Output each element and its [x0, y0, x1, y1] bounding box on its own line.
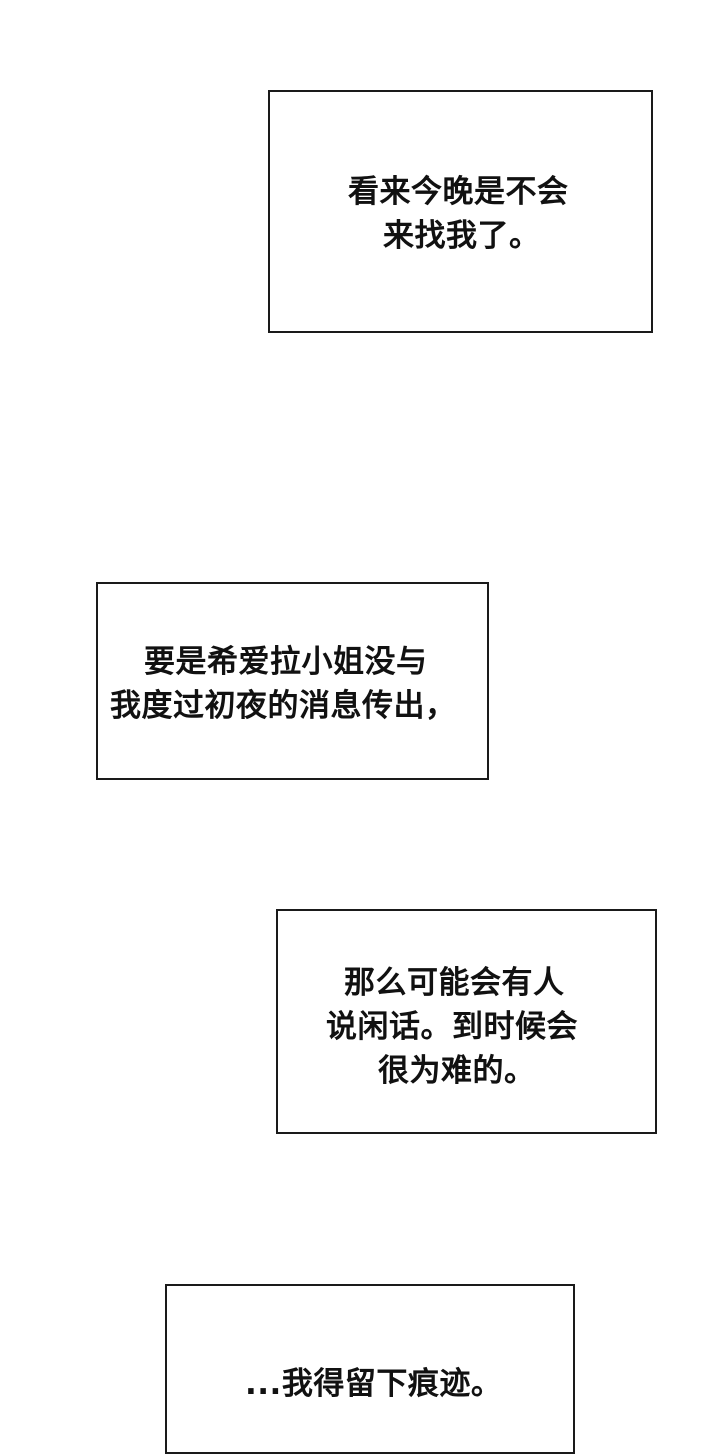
speech-text-line: 来找我了。	[383, 218, 541, 254]
speech-text-line: 看来今晚是不会	[348, 174, 569, 210]
speech-text-line: 我度过初夜的消息传出，	[110, 688, 457, 724]
speech-text-line: 很为难的。	[378, 1053, 536, 1089]
speech-text-line: 那么可能会有人	[344, 965, 565, 1001]
speech-text-line: 说闲话。到时候会	[326, 1009, 578, 1045]
speech-box-2: 要是希爱拉小姐没与 我度过初夜的消息传出，	[96, 582, 489, 780]
speech-box-1: 看来今晚是不会 来找我了。	[268, 90, 653, 333]
speech-box-3: 那么可能会有人 说闲话。到时候会 很为难的。	[276, 909, 657, 1134]
speech-box-4: ...我得留下痕迹。	[165, 1284, 575, 1454]
speech-text-line: 要是希爱拉小姐没与	[144, 644, 428, 680]
speech-text-line: ...我得留下痕迹。	[245, 1366, 503, 1402]
